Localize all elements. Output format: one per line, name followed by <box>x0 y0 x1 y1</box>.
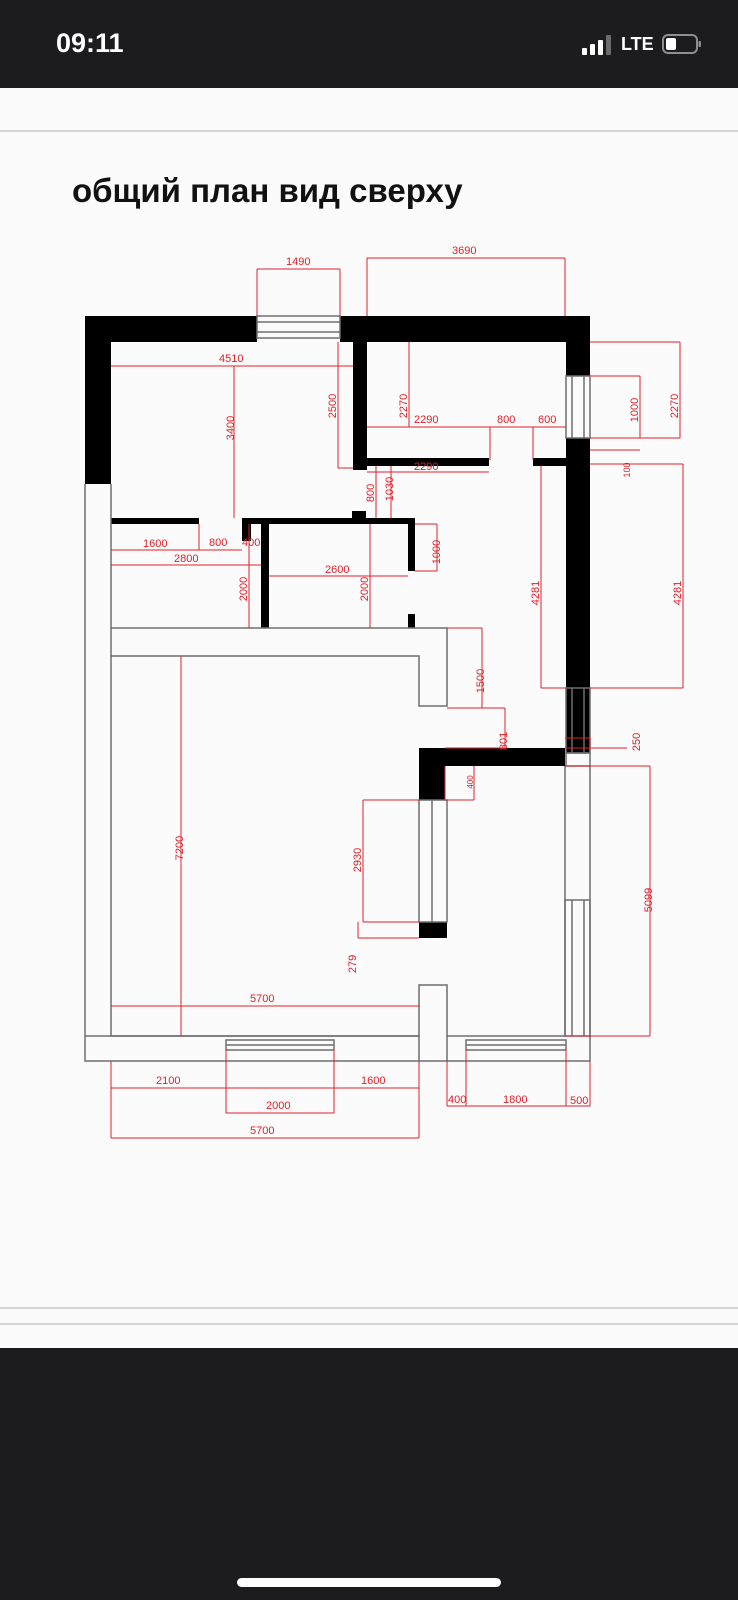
dim-2270-top: 2270 <box>398 394 410 418</box>
dim-2100: 2100 <box>156 1075 180 1087</box>
bearing-walls <box>85 316 590 938</box>
home-indicator[interactable] <box>237 1578 501 1587</box>
dim-1600-bottom: 1600 <box>361 1075 385 1087</box>
dim-4281-left: 4281 <box>530 581 542 605</box>
dimension-labels-layer: 1490 3690 4510 800 600 2290 2290 1600 80… <box>143 245 684 1137</box>
dim-1000-bath: 1000 <box>431 540 443 564</box>
battery-icon <box>662 34 701 54</box>
dim-400-hall: 400 <box>242 537 260 549</box>
dim-2600: 2600 <box>325 564 349 576</box>
cellular-signal-icon <box>582 35 616 55</box>
dim-5700-inner: 5700 <box>250 993 274 1005</box>
dim-279: 279 <box>347 955 359 973</box>
dim-100: 100 <box>622 462 632 477</box>
plan-title: общий план вид сверху <box>72 172 463 209</box>
dim-2000-bath: 2000 <box>359 577 371 601</box>
dim-1800: 1800 <box>503 1094 527 1106</box>
dim-400-bottom: 400 <box>448 1094 466 1106</box>
carrier-label: LTE <box>621 34 654 54</box>
dimension-lines <box>110 257 684 1139</box>
status-bar: 09:11 LTE <box>0 0 738 88</box>
dim-800-door: 800 <box>497 414 515 426</box>
dim-1030: 1030 <box>384 477 396 501</box>
dim-1490: 1490 <box>286 256 310 268</box>
dim-2290-upper: 2290 <box>414 414 438 426</box>
dim-3400: 3400 <box>225 416 237 440</box>
dim-2000-bottom: 2000 <box>266 1100 290 1112</box>
dim-1000-right: 1000 <box>629 398 641 422</box>
dim-800-hall: 800 <box>209 537 227 549</box>
dim-801: 801 <box>498 732 510 750</box>
dim-2270-right: 2270 <box>669 394 681 418</box>
plan-outlines <box>84 315 591 1062</box>
dim-7200: 7200 <box>174 836 186 860</box>
dim-600: 600 <box>538 414 556 426</box>
dim-500: 500 <box>570 1095 588 1107</box>
dim-2290-lower: 2290 <box>414 461 438 473</box>
dim-2500: 2500 <box>327 394 339 418</box>
dim-250: 250 <box>631 733 643 751</box>
dim-4281-right: 4281 <box>672 581 684 605</box>
floor-plan-drawing <box>0 130 738 1325</box>
dim-4510: 4510 <box>219 353 243 365</box>
dim-1600-hall: 1600 <box>143 538 167 550</box>
dim-2930: 2930 <box>352 848 364 872</box>
dim-1500: 1500 <box>475 669 487 693</box>
dim-2000-left: 2000 <box>238 577 250 601</box>
dim-800-vertical: 800 <box>365 484 377 502</box>
dim-2800: 2800 <box>174 553 198 565</box>
dim-3690: 3690 <box>452 245 476 257</box>
document-viewer[interactable]: общий план вид сверху 1490 3690 4510 800… <box>0 88 738 1348</box>
status-time: 09:11 <box>56 28 124 58</box>
dim-5099: 5099 <box>643 888 655 912</box>
dim-400-small: 400 <box>466 775 475 789</box>
dim-5700-bottom: 5700 <box>250 1125 274 1137</box>
